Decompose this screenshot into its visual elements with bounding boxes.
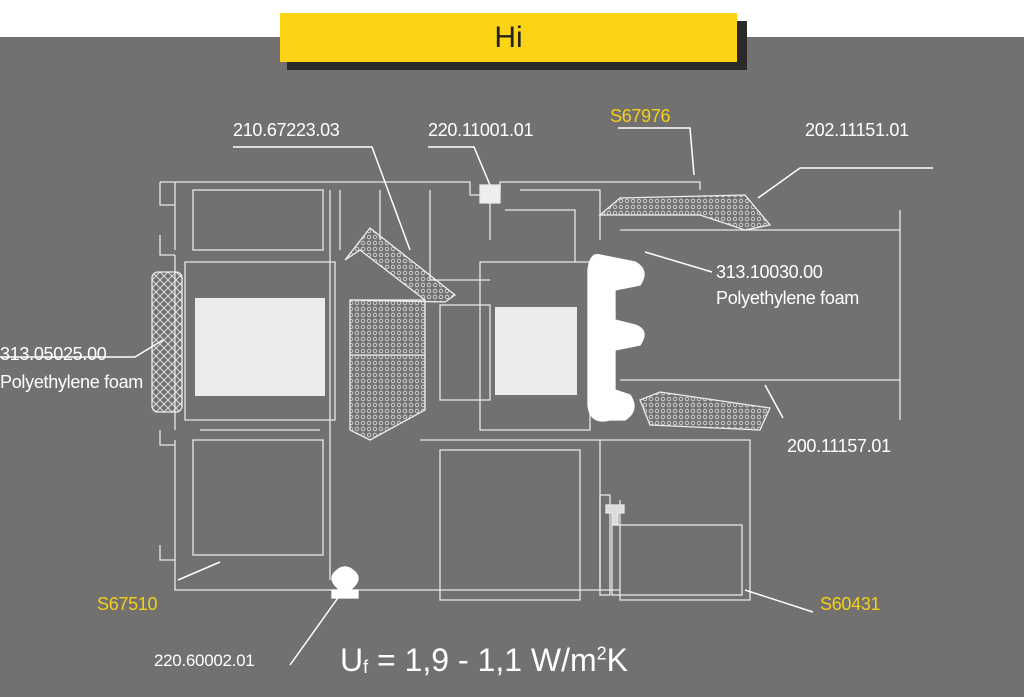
formula-superscript: 2 [596, 643, 607, 664]
sash-gasket-top [479, 184, 501, 204]
label-220-11001-01: 220.11001.01 [428, 120, 534, 140]
foam-gasket-left [151, 271, 183, 413]
label-s67510: S67510 [97, 594, 158, 614]
thermal-transmittance-formula: Uf = 1,9 - 1,1 W/m2K [340, 642, 628, 679]
glazing-gasket [587, 253, 645, 422]
label-202-11151-01: 202.11151.01 [805, 120, 909, 140]
formula-subscript: f [363, 657, 369, 677]
label-313-05025-00-material: Polyethylene foam [0, 372, 143, 392]
label-313-10030-00-material: Polyethylene foam [716, 288, 859, 308]
small-gasket [605, 504, 625, 526]
formula-unit: K [606, 642, 628, 678]
bottom-gasket [331, 566, 359, 599]
sash-profile [439, 189, 901, 601]
title-banner: Hi [280, 13, 737, 62]
label-220-60002-01: 220.60002.01 [154, 651, 255, 670]
leader-lines [0, 127, 933, 666]
bottom-glazing-seal [639, 391, 771, 431]
label-313-05025-00: 313.05025.00 [0, 344, 107, 364]
formula-u: U [340, 642, 364, 678]
label-s67976: S67976 [610, 106, 671, 126]
label-210-67223-03: 210.67223.03 [233, 120, 340, 140]
thermal-insert [344, 227, 457, 441]
label-313-10030-00: 313.10030.00 [716, 262, 823, 282]
label-200-11157-01: 200.11157.01 [787, 436, 891, 456]
label-s60431: S60431 [820, 594, 881, 614]
top-glazing-seal [598, 194, 772, 231]
formula-value: = 1,9 - 1,1 W/m [368, 642, 597, 678]
